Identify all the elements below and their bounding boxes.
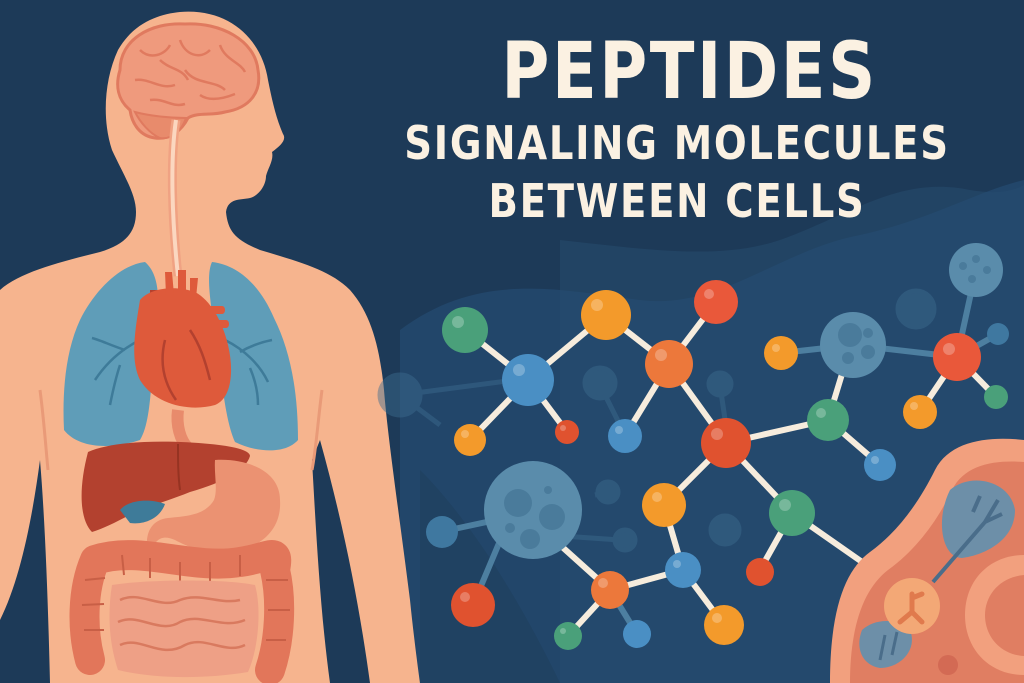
page-title: PEPTIDES — [501, 27, 878, 117]
subtitle-line-1: SIGNALING MOLECULES — [404, 116, 950, 170]
stomach — [146, 459, 281, 560]
molecule-network — [377, 243, 1009, 650]
target-cell — [830, 438, 1024, 683]
arm-crease-right — [310, 389, 324, 471]
atom-nodes — [442, 280, 1008, 650]
arm-gap-right — [312, 440, 370, 683]
vesicle-cluster-3 — [484, 461, 582, 559]
heart — [134, 270, 232, 408]
liver — [81, 441, 250, 532]
title-block: PEPTIDES SIGNALING MOLECULES BETWEEN CEL… — [386, 30, 969, 230]
arm-crease-left — [38, 389, 50, 471]
arm-gap-left — [0, 460, 50, 683]
small-intestine — [109, 580, 259, 678]
lungs — [63, 262, 298, 451]
gallbladder — [120, 500, 165, 524]
receptor-vesicle-lower — [859, 621, 912, 668]
large-intestine — [69, 540, 295, 683]
brain — [116, 22, 261, 140]
subtitle-line-2: BETWEEN CELLS — [488, 174, 866, 228]
vesicle-cluster-1 — [820, 312, 886, 378]
vesicle-cluster-2 — [949, 243, 1003, 297]
